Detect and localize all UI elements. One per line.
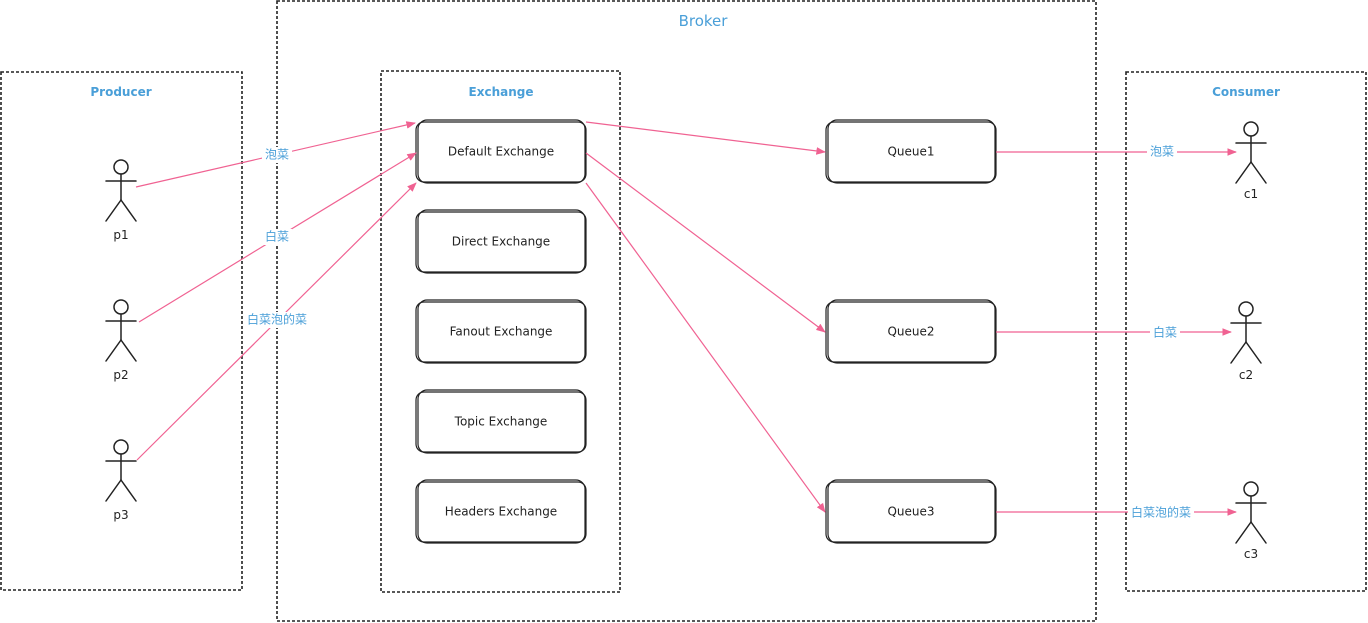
producer-actor-p2: p2	[105, 299, 137, 382]
producer-actor-p2-label: p2	[113, 368, 128, 382]
edge-p3-label: 白菜泡的菜	[247, 312, 307, 327]
producer-title: Producer	[90, 85, 151, 99]
exchange-direct-label: Direct Exchange	[452, 235, 550, 249]
exchange-fanout-label: Fanout Exchange	[450, 325, 553, 339]
broker-title: Broker	[679, 12, 729, 30]
exchange-fanout[interactable]: Fanout Exchange	[415, 299, 587, 364]
exchange-direct[interactable]: Direct Exchange	[415, 209, 587, 274]
exchange-topic[interactable]: Topic Exchange	[415, 389, 587, 454]
edge-default-to-queue1	[585, 121, 826, 155]
edge-p3-to-default-exchange: 白菜泡的菜	[136, 182, 417, 461]
exchange-topic-label: Topic Exchange	[454, 415, 548, 429]
producer-actor-p1: p1	[105, 159, 137, 242]
edge-p2-to-default-exchange: 白菜	[138, 152, 417, 323]
producer-actor-p3-label: p3	[113, 508, 128, 522]
edge-default-to-queue3	[585, 182, 826, 513]
edge-queue3-to-c3: 白菜泡的菜	[996, 505, 1237, 521]
consumer-actor-c1: c1	[1235, 121, 1267, 201]
queue-3-label: Queue3	[887, 505, 934, 519]
edge-p2-label: 白菜	[265, 229, 289, 244]
broker-container: Broker	[276, 0, 1097, 622]
consumer-actor-c2-label: c2	[1239, 368, 1253, 382]
edge-p1-to-default-exchange: 泡菜	[135, 121, 416, 188]
consumer-actor-c3-label: c3	[1244, 547, 1258, 561]
edge-queue1-to-c1: 泡菜	[996, 144, 1237, 160]
exchange-headers[interactable]: Headers Exchange	[415, 479, 587, 544]
queue-2[interactable]: Queue2	[825, 299, 997, 364]
exchange-default[interactable]: Default Exchange	[415, 119, 587, 184]
consumer-actor-c2: c2	[1230, 301, 1262, 382]
edge-default-to-queue2	[585, 152, 826, 333]
queue-3[interactable]: Queue3	[825, 479, 997, 544]
queue-1-label: Queue1	[887, 145, 934, 159]
consumer-actor-c3: c3	[1235, 481, 1267, 561]
consumer-actor-c1-label: c1	[1244, 187, 1258, 201]
producer-actor-p1-label: p1	[113, 228, 128, 242]
exchange-container: Exchange	[380, 70, 621, 593]
exchange-headers-label: Headers Exchange	[445, 505, 557, 519]
consumer-title: Consumer	[1212, 85, 1280, 99]
edge-c3-label: 白菜泡的菜	[1131, 505, 1191, 520]
producer-container: Producer	[0, 71, 243, 591]
exchange-group-title: Exchange	[469, 85, 534, 99]
edge-queue2-to-c2: 白菜	[996, 325, 1232, 341]
consumer-container: Consumer	[1125, 71, 1367, 592]
producer-actor-p3: p3	[105, 439, 137, 522]
edge-c2-label: 白菜	[1153, 325, 1177, 340]
queue-1[interactable]: Queue1	[825, 119, 997, 184]
edge-c1-label: 泡菜	[1150, 145, 1174, 159]
queue-2-label: Queue2	[887, 325, 934, 339]
edge-p1-label: 泡菜	[265, 148, 289, 162]
exchange-default-label: Default Exchange	[448, 145, 554, 159]
